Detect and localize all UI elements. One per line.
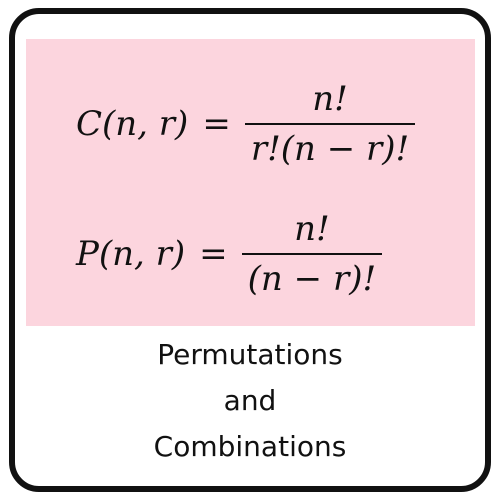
- permutation-fraction-bar: [241, 253, 383, 255]
- permutation-numerator: n!: [294, 209, 330, 249]
- combination-lhs: C(n, r): [76, 104, 189, 144]
- combination-formula: C(n, r) = n! r!(n − r)!: [76, 79, 416, 169]
- combination-equals: =: [202, 104, 231, 144]
- combination-numerator: n!: [312, 79, 348, 119]
- permutation-denominator: (n − r)!: [247, 259, 377, 299]
- permutation-equals: =: [199, 234, 228, 274]
- topic-card[interactable]: C(n, r) = n! r!(n − r)! P(n, r) = n! (n …: [9, 8, 491, 492]
- card-caption: Permutations and Combinations: [15, 332, 485, 470]
- permutation-formula: P(n, r) = n! (n − r)!: [76, 209, 383, 299]
- combination-fraction: n! r!(n − r)!: [244, 79, 416, 169]
- combination-denominator: r!(n − r)!: [250, 129, 410, 169]
- caption-line-3: Combinations: [153, 430, 347, 463]
- permutation-fraction: n! (n − r)!: [241, 209, 383, 299]
- caption-line-1: Permutations: [157, 338, 343, 371]
- formula-panel: C(n, r) = n! r!(n − r)! P(n, r) = n! (n …: [26, 39, 475, 326]
- combination-fraction-bar: [244, 123, 416, 125]
- caption-line-2: and: [223, 384, 277, 417]
- permutation-lhs: P(n, r): [76, 234, 186, 274]
